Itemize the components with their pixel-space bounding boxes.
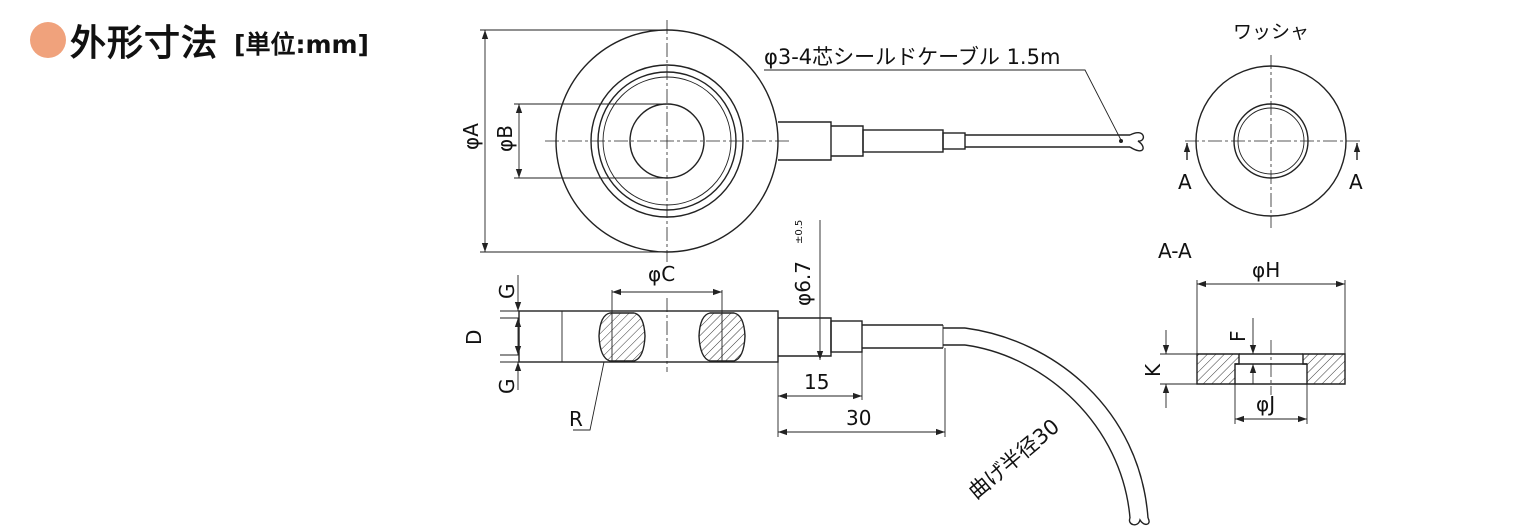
side-view <box>500 220 1150 526</box>
cable-label: φ3-4芯シールドケーブル 1.5m <box>764 45 1060 69</box>
g-top-label: G <box>495 284 519 300</box>
length-30-label: 30 <box>846 406 871 430</box>
g-bottom-label: G <box>495 379 519 395</box>
r-label: R <box>569 407 583 431</box>
section-heading: 外形寸法 [単位:mm] <box>30 14 369 66</box>
washer-top-view <box>1183 55 1361 228</box>
tolerance-label: ±0.5 <box>794 220 805 244</box>
heading-title: 外形寸法 <box>70 23 219 64</box>
k-label: K <box>1141 363 1165 377</box>
length-15-label: 15 <box>804 370 829 394</box>
section-aa-label: A-A <box>1158 239 1192 263</box>
washer-section <box>1160 280 1346 424</box>
bullet-icon <box>30 22 66 58</box>
bend-radius-label: 曲げ半径30 <box>964 414 1064 504</box>
dia-j-label: φJ <box>1256 392 1275 416</box>
dia-6-7-label: φ6.7 <box>791 261 815 306</box>
dia-h-label: φH <box>1252 258 1280 282</box>
washer-label: ワッシャ <box>1233 21 1309 43</box>
dia-b-label: φB <box>493 125 517 152</box>
dia-a-label: φA <box>459 123 483 150</box>
dia-c-label: φC <box>648 262 675 286</box>
section-a-right-label: A <box>1349 170 1363 194</box>
section-a-left-label: A <box>1178 170 1192 194</box>
top-view <box>480 20 1145 262</box>
heading-unit: [単位:mm] <box>234 30 369 59</box>
d-label: D <box>462 330 486 345</box>
f-label: F <box>1226 330 1250 342</box>
